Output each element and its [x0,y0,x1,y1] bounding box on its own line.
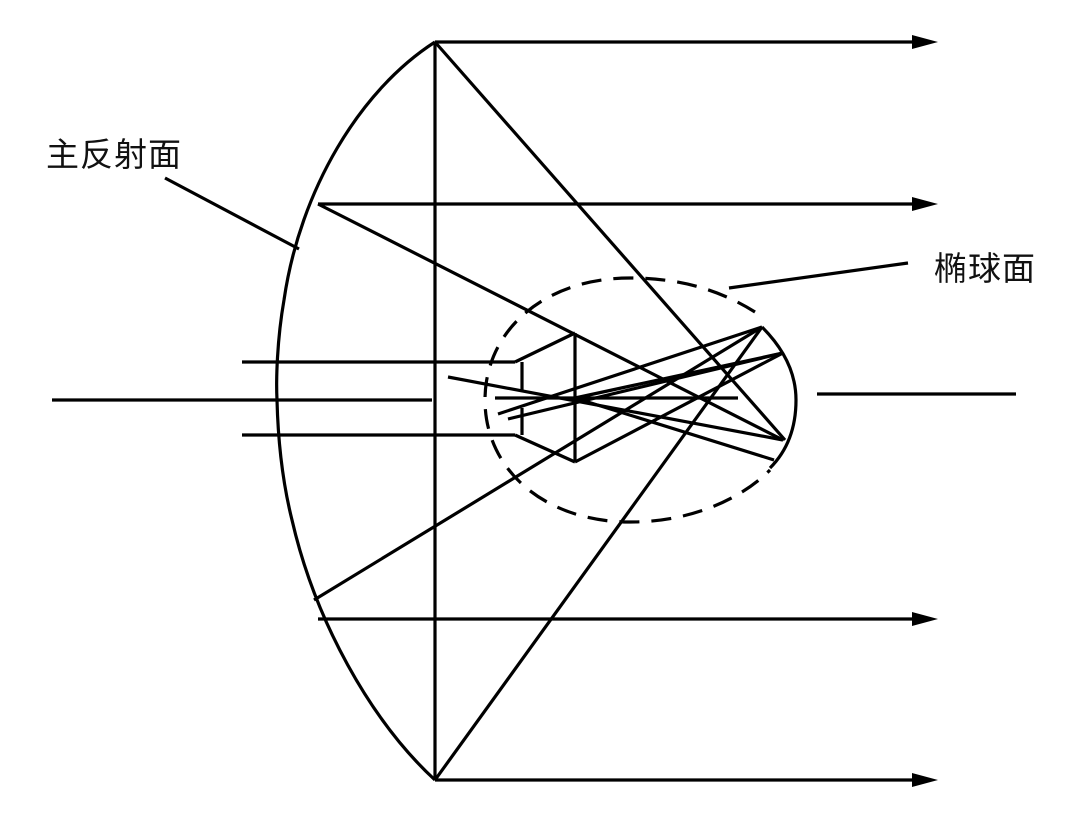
output-ray-2 [318,197,938,211]
inner-ray-4 [574,351,784,400]
main-reflector-leader [164,176,300,251]
output-ray-4 [435,773,938,787]
ellipsoid-solid-arc [760,325,798,470]
ray-bottom-diag [433,326,764,781]
ray-lower-diag [313,325,763,602]
ellipsoid-label: 椭球面 [934,249,1036,288]
inner-ray-5 [574,396,775,462]
inner-ray-1 [447,375,784,442]
inner-ray-6 [574,351,784,464]
output-ray-1 [435,35,938,49]
main-reflector-curve [275,40,437,782]
ellipsoid-leader [728,261,909,290]
horn-flare-upper [514,331,576,364]
horn-flare-lower [514,433,576,464]
inner-ray-2 [497,325,763,416]
main-reflector-label: 主反射面 [46,135,182,174]
ellipsoid-dashed [483,276,772,524]
ray-upper-diag [317,202,784,442]
output-ray-3 [318,612,938,626]
